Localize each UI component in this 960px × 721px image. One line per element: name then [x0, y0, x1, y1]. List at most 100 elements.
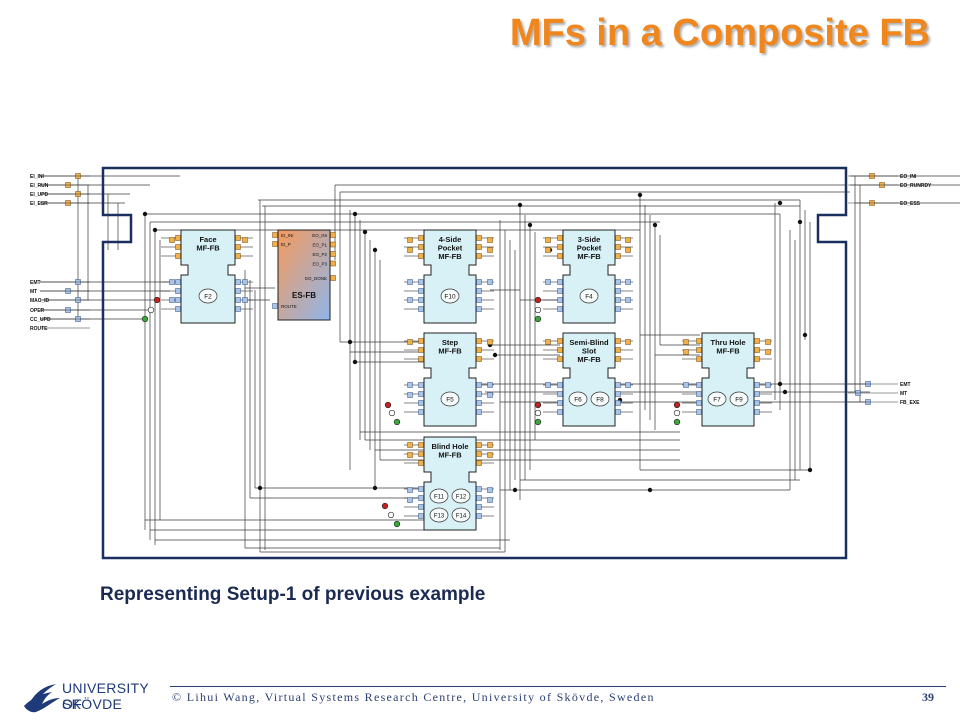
data-out-blind-1 — [476, 495, 482, 501]
wire-event-port-9 — [625, 247, 631, 253]
footer-divider — [170, 686, 946, 687]
junction-dot-20 — [352, 359, 358, 365]
data-out-pocket3-3 — [615, 306, 621, 312]
wire-data-port-17 — [487, 392, 493, 398]
es-port-right-0: EO_INI — [312, 233, 327, 238]
event-in-blind-0 — [418, 442, 424, 448]
block-title-pocket4-2: MF-FB — [438, 252, 462, 261]
wire-data-port-21 — [487, 497, 493, 503]
wire-event-port-16 — [765, 339, 771, 345]
wire-data-port-12 — [545, 382, 551, 388]
data-out-face-3 — [235, 306, 241, 312]
data-out-blind-2 — [476, 504, 482, 510]
feature-circle-F11 — [429, 488, 449, 504]
wire-data-port-0 — [169, 279, 175, 285]
status-lamp-15 — [381, 502, 389, 510]
wire-event-port-13 — [625, 339, 631, 345]
event-in-slot-0 — [557, 338, 563, 344]
wire-event-port-12 — [545, 339, 551, 345]
data-out-step-3 — [476, 409, 482, 415]
block-es: ES-FBEI_INIEI_PEO_INIEO_P1EO_P2EO_P3EO_D… — [277, 229, 331, 321]
block-body-blind — [423, 436, 477, 531]
data-in-pocket4-0 — [418, 279, 424, 285]
data-in-face-1 — [175, 288, 181, 294]
event-in-step-1 — [418, 347, 424, 353]
feature-circle-F10 — [440, 288, 460, 304]
frame-outline — [101, 166, 848, 560]
left-input-label-5: MT — [30, 289, 37, 295]
slide-title: MFs in a Composite FB — [509, 12, 930, 54]
data-out-face-0 — [235, 279, 241, 285]
junction-dot-2 — [352, 211, 358, 217]
data-out-pocket3-2 — [615, 297, 621, 303]
wire-data-port-3 — [242, 297, 248, 303]
wire-data-port-14 — [683, 382, 689, 388]
wire-data-port-18 — [407, 487, 413, 493]
junction-dot-11 — [802, 332, 808, 338]
es-event-out-1 — [330, 241, 336, 248]
feature-circle-F14 — [451, 507, 471, 523]
event-out-pocket3-1 — [615, 244, 621, 250]
junction-dot-8 — [652, 222, 658, 228]
data-out-thru-0 — [754, 382, 760, 388]
event-in-pocket3-0 — [557, 235, 563, 241]
block-title-pocket4-0: 4-Side — [439, 235, 462, 244]
event-out-blind-0 — [476, 442, 482, 448]
function-blocks: FaceMF-FBF24-SidePocketMF-FBF103-SidePoc… — [65, 173, 885, 531]
event-out-slot-2 — [615, 356, 621, 362]
wire-data-port-20 — [407, 497, 413, 503]
status-lamp-3 — [534, 296, 542, 304]
event-in-pocket3-1 — [557, 244, 563, 250]
wire-event-port-8 — [625, 237, 631, 243]
data-out-pocket4-2 — [476, 297, 482, 303]
event-in-face-2 — [175, 253, 181, 259]
data-in-face-2 — [175, 297, 181, 303]
data-out-pocket3-1 — [615, 288, 621, 294]
data-out-thru-3 — [754, 409, 760, 415]
bird-logo-icon — [24, 684, 60, 713]
page-number: 39 — [922, 690, 934, 704]
wire-event-port-19 — [487, 442, 493, 448]
wire-event-port-18 — [407, 442, 413, 448]
wire-event-port-4 — [487, 237, 493, 243]
junction-dot-5 — [517, 202, 523, 208]
block-title-pocket3-0: 3-Side — [578, 235, 601, 244]
data-out-pocket3-0 — [615, 279, 621, 285]
es-block-title: ES-FB — [292, 291, 316, 300]
junction-dot-13 — [782, 389, 788, 395]
wire-event-port-15 — [683, 349, 689, 355]
data-in-slot-2 — [557, 400, 563, 406]
data-in-blind-2 — [418, 504, 424, 510]
feature-label-F12: F12 — [456, 495, 467, 501]
event-out-face-0 — [235, 235, 241, 241]
logo-line-1: UNIVERSITY OF — [62, 680, 149, 712]
feature-circle-F12 — [451, 488, 471, 504]
junction-dot-19 — [347, 339, 353, 345]
data-out-step-0 — [476, 382, 482, 388]
es-port-right-3: EO_P3 — [312, 262, 327, 267]
data-in-pocket3-1 — [557, 288, 563, 294]
wire-data-port-6 — [545, 279, 551, 285]
right-output-label-5: FB_EXE — [900, 400, 920, 406]
event-in-face-1 — [175, 244, 181, 250]
es-route-port — [272, 303, 278, 309]
wire-data-port-16 — [407, 392, 413, 398]
junction-dot-14 — [647, 487, 653, 493]
event-out-blind-2 — [476, 460, 482, 466]
junction-dot-7 — [637, 192, 643, 198]
status-lamp-4 — [534, 306, 542, 314]
wire-event-port-11 — [487, 339, 493, 345]
event-out-step-0 — [476, 338, 482, 344]
data-in-face-0 — [175, 279, 181, 285]
data-in-thru-2 — [696, 400, 702, 406]
wire-event-port-20 — [407, 452, 413, 458]
feature-label-F5: F5 — [446, 397, 454, 404]
es-port-left-0: EI_INI — [281, 233, 294, 238]
composite-fb-diagram: FaceMF-FBF24-SidePocketMF-FBF103-SidePoc… — [30, 166, 960, 560]
data-in-thru-3 — [696, 409, 702, 415]
data-in-thru-0 — [696, 382, 702, 388]
connection-wires — [40, 175, 960, 553]
junction-dot-12 — [777, 381, 783, 387]
